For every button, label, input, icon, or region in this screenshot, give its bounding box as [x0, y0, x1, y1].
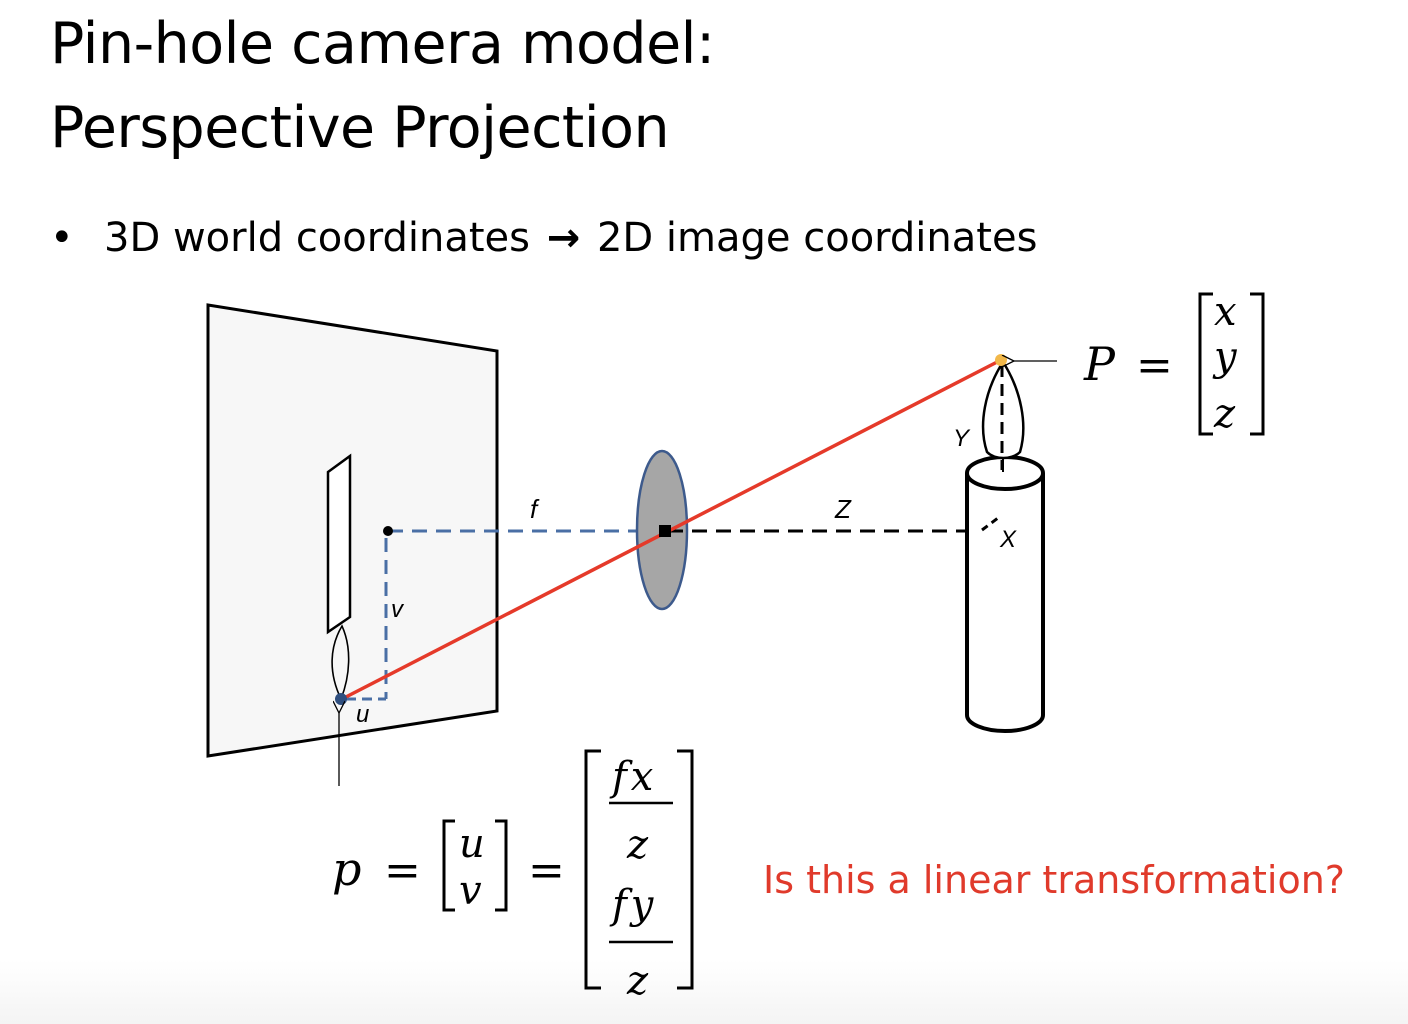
projection-right-bracket: [677, 749, 694, 990]
label-f: f: [530, 494, 540, 524]
image-vector-u: u: [459, 821, 485, 867]
fraction-1-denominator: z: [626, 822, 649, 868]
label-X: X: [999, 526, 1017, 553]
label-Z: Z: [834, 494, 852, 524]
fraction-2-denominator: z: [626, 958, 649, 1004]
image-point: [335, 693, 347, 705]
bullet-right-text: 2D image coordinates: [596, 215, 1038, 261]
question-text: Is this a linear transformation?: [763, 858, 1345, 902]
world-point: [995, 354, 1007, 366]
image-point-symbol: p: [332, 842, 361, 896]
fraction-2-numerator: fy: [609, 882, 657, 928]
center-of-projection: [659, 525, 671, 537]
world-vector-x: x: [1214, 289, 1237, 335]
bullet-marker: •: [50, 215, 74, 261]
slide-title: Pin-hole camera model: Perspective Proje…: [50, 2, 715, 170]
world-vector-z: z: [1213, 391, 1236, 437]
bullet-left-text: 3D world coordinates: [104, 215, 530, 261]
image-vector-left-bracket: [442, 819, 455, 912]
right-arrow-icon: →: [546, 215, 581, 261]
image-vector-right-bracket: [495, 819, 508, 912]
world-point-equation: P = x y z: [1083, 289, 1265, 437]
projection-left-bracket: [584, 749, 601, 990]
label-v: v: [391, 596, 405, 623]
projection-ray: [341, 358, 1002, 701]
image-point-equals-1: =: [384, 845, 421, 896]
world-vector-right-bracket: [1250, 292, 1265, 436]
world-vector-left-bracket: [1198, 292, 1213, 436]
principal-point: [383, 526, 393, 536]
world-point-symbol: P: [1083, 337, 1116, 391]
image-vector-v: v: [459, 868, 482, 914]
label-Y: Y: [953, 425, 971, 452]
label-u: u: [356, 701, 369, 728]
candle-x-offset-line: [981, 516, 999, 532]
title-line-2: Perspective Projection: [50, 95, 670, 161]
world-point-equals: =: [1136, 340, 1173, 391]
candle-top: [965, 455, 1045, 491]
image-point-equation: p = u v = fx z fy z: [332, 749, 694, 1004]
fraction-1-numerator: fx: [609, 754, 657, 800]
world-vector-y: y: [1212, 334, 1238, 380]
image-plane: [206, 303, 499, 758]
title-line-1: Pin-hole camera model:: [50, 11, 715, 77]
inverted-candle-body: [326, 453, 352, 635]
image-point-equals-2: =: [528, 845, 565, 896]
candle-body: [965, 473, 1045, 733]
bullet-item: • 3D world coordinates → 2D image coordin…: [50, 208, 1037, 268]
